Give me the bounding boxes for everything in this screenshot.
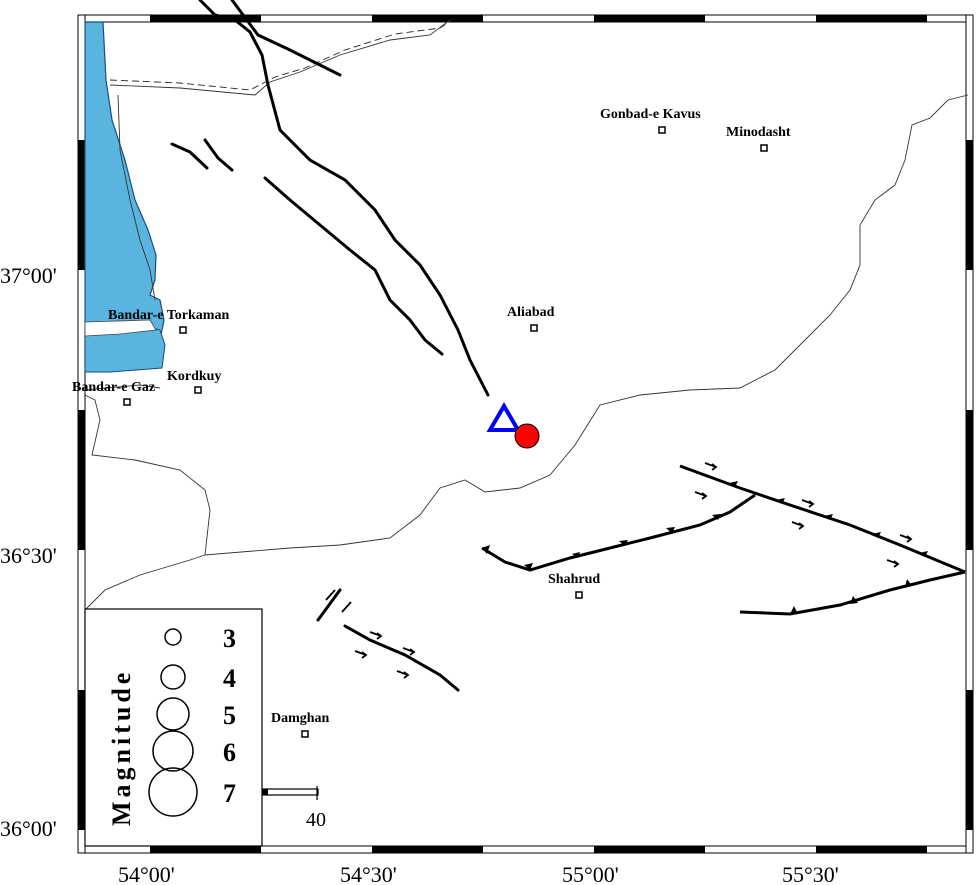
- epicenter-circle-icon: [514, 423, 540, 449]
- city-minodasht: Minodasht: [726, 125, 791, 152]
- thrust-faults: [481, 464, 966, 616]
- map-frame: [77, 14, 974, 854]
- city-aliabad: Aliabad: [507, 305, 555, 332]
- legend-circle-4: [160, 664, 186, 690]
- svg-text:7: 7: [223, 779, 236, 808]
- svg-text:Bandar-e Torkaman: Bandar-e Torkaman: [108, 308, 229, 323]
- legend-circle-5: [156, 697, 190, 731]
- city-shahrud: Shahrud: [548, 572, 600, 599]
- svg-text:55°00': 55°00': [562, 862, 619, 885]
- svg-text:3: 3: [223, 624, 236, 653]
- faults: [170, 0, 490, 692]
- city-gonbad-e-kavus: Gonbad-e Kavus: [600, 107, 701, 134]
- longitude-labels: 54°00' 54°30' 55°00' 55°30': [118, 862, 839, 885]
- legend-circle-7: [148, 767, 198, 817]
- svg-text:Kordkuy: Kordkuy: [167, 369, 221, 384]
- svg-text:Magnitude: Magnitude: [107, 669, 136, 826]
- thrust-teeth: [482, 481, 928, 614]
- svg-text:Minodasht: Minodasht: [726, 125, 791, 140]
- legend-circle-6: [152, 730, 194, 772]
- svg-text:54°30': 54°30': [340, 862, 397, 885]
- latitude-labels: 37°00' 36°30' 36°00': [0, 263, 57, 841]
- city-bandar-e-gaz: Bandar-e Gaz: [72, 380, 155, 406]
- strike-slip-arrows: [325, 462, 913, 679]
- svg-text:36°30': 36°30': [0, 543, 57, 568]
- magnitude-legend: Magnitude 3 4 5 6 7: [84, 608, 263, 847]
- svg-text:54°00': 54°00': [118, 862, 175, 885]
- miankaleh-peninsula: [84, 319, 157, 337]
- svg-text:55°30': 55°30': [782, 862, 839, 885]
- svg-text:Gonbad-e Kavus: Gonbad-e Kavus: [600, 107, 701, 122]
- city-damghan: Damghan: [271, 711, 330, 738]
- svg-text:Aliabad: Aliabad: [507, 305, 555, 320]
- scale-bar: 40: [261, 786, 326, 831]
- svg-text:Shahrud: Shahrud: [548, 572, 600, 587]
- city-kordkuy: Kordkuy: [167, 369, 221, 394]
- city-bandar-e-torkaman: Bandar-e Torkaman: [108, 308, 229, 334]
- svg-text:Damghan: Damghan: [271, 711, 330, 726]
- svg-text:5: 5: [223, 701, 236, 730]
- svg-text:Bandar-e Gaz: Bandar-e Gaz: [72, 380, 155, 395]
- svg-text:37°00': 37°00': [0, 263, 57, 288]
- legend-circle-3: [164, 628, 182, 646]
- svg-text:6: 6: [223, 738, 236, 767]
- svg-text:36°00': 36°00': [0, 816, 57, 841]
- station-triangle-icon: [486, 402, 522, 432]
- svg-text:4: 4: [223, 664, 236, 693]
- province-boundaries: [84, 17, 969, 611]
- svg-text:40: 40: [306, 809, 326, 831]
